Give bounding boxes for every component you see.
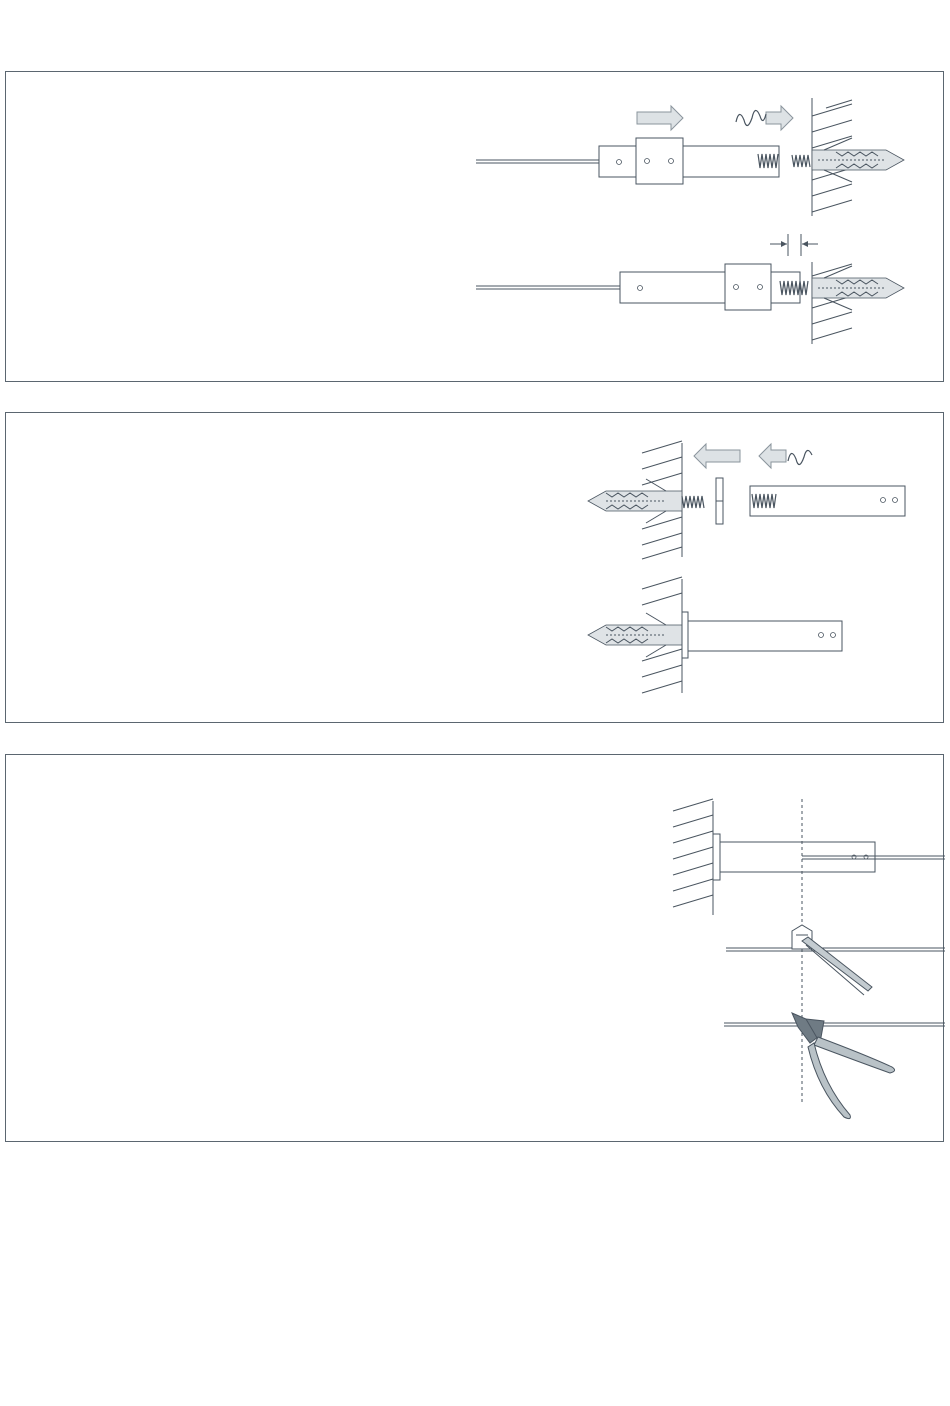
panel-1-illustration [6,72,945,383]
gap-dimension-icon [770,234,818,256]
cable-top-1 [476,160,600,163]
rotate-arrow-icon [736,106,793,130]
panel-3-illustration [6,755,945,1143]
wall-anchor-bottom-2 [588,613,682,657]
cable-bottom-1 [476,286,621,289]
screw-1 [792,155,810,167]
wire-cutter-icon [792,1013,895,1119]
tube-top-1 [599,146,779,177]
wall-anchor-2 [588,479,682,523]
step-panel-2 [5,412,944,723]
step-panel-1 [5,71,944,382]
washer-3 [713,834,720,880]
tube-bottom-1 [620,272,800,303]
panel-2-illustration [6,413,945,724]
cable-crimp-row [726,948,945,951]
push-arrow-icon [637,106,683,130]
rotate-arrow-icon [759,444,812,468]
push-arrow-icon [694,444,740,468]
sleeve-bottom-1 [725,264,771,310]
washer-bottom-2 [682,612,688,658]
crimping-tool-icon [792,925,872,995]
wall-3 [673,799,713,915]
step-panel-3 [5,754,944,1142]
sleeve-top-1 [636,138,683,184]
cable-cut-row [724,1023,945,1026]
screw-2 [682,496,704,508]
